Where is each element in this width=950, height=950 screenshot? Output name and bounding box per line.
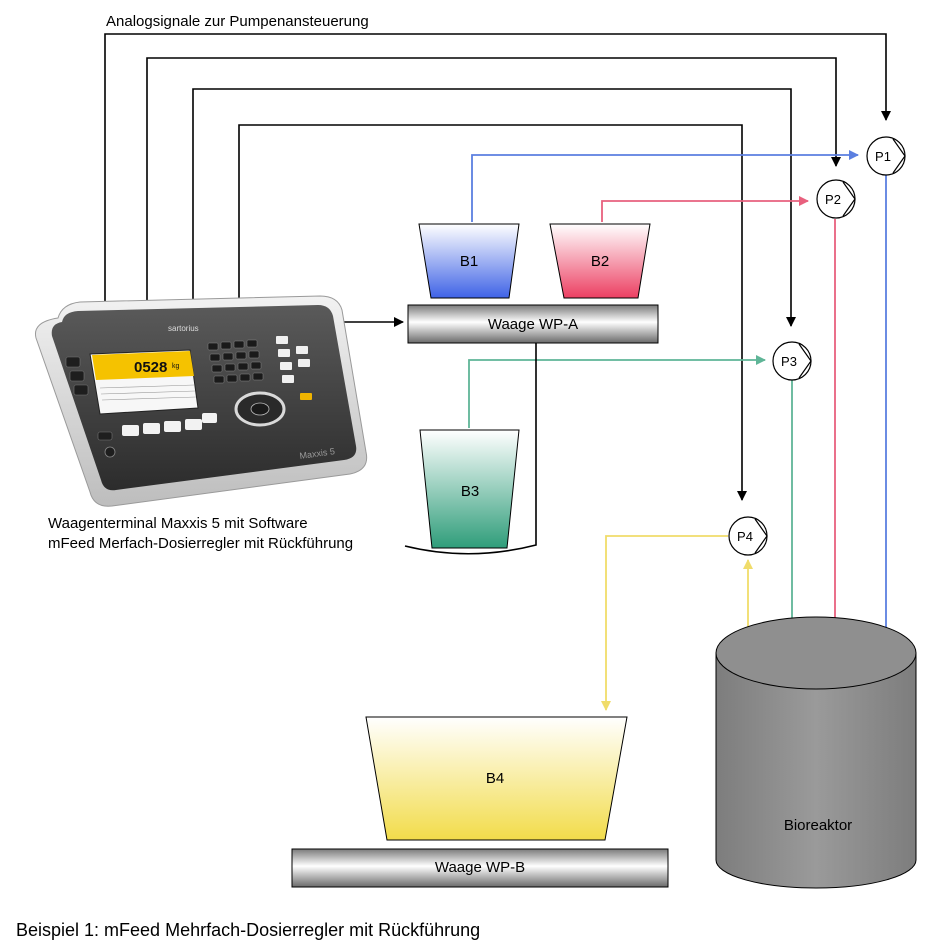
container-b4-label: B4 bbox=[486, 770, 504, 787]
container-b1-label: B1 bbox=[460, 253, 478, 270]
scale-wpb: Waage WP-B bbox=[291, 848, 669, 888]
terminal-enter-key bbox=[300, 393, 312, 400]
terminal-side-keys bbox=[276, 336, 310, 383]
terminal-f3-key bbox=[73, 384, 89, 396]
power-icon bbox=[104, 446, 116, 458]
terminal-caption-line2: mFeed Merfach-Dosierregler mit Rückführu… bbox=[48, 535, 353, 552]
terminal-f2-key bbox=[69, 370, 85, 382]
container-b1: B1 bbox=[418, 223, 520, 299]
feed-line-b2 bbox=[601, 196, 809, 222]
signal-line-p2 bbox=[146, 57, 841, 303]
pump-p4: P4 bbox=[728, 516, 768, 556]
container-b3: B3 bbox=[419, 429, 520, 549]
signal-label: Analogsignale zur Pumpenansteuerung bbox=[106, 13, 369, 30]
pump-p3: P3 bbox=[772, 341, 812, 381]
pump-p1: P1 bbox=[866, 136, 906, 176]
terminal-display-header bbox=[92, 351, 194, 380]
terminal-f1-key bbox=[65, 356, 81, 368]
pump-p4-label: P4 bbox=[737, 529, 753, 544]
terminal-softkey bbox=[164, 421, 181, 432]
bioreactor: Bioreaktor bbox=[715, 616, 917, 889]
terminal-menu-key bbox=[97, 431, 113, 441]
terminal-brand: sartorius bbox=[168, 324, 199, 333]
feed-line-p4-b4 bbox=[601, 535, 728, 711]
terminal-display-value: 0528 bbox=[134, 359, 167, 376]
pump-p3-label: P3 bbox=[781, 354, 797, 369]
terminal-display-unit: kg bbox=[172, 363, 180, 370]
terminal-model: Maxxis 5 bbox=[299, 446, 336, 461]
pump-p1-label: P1 bbox=[875, 149, 891, 164]
terminal-keypad bbox=[207, 339, 264, 384]
scale-wpa: Waage WP-A bbox=[407, 304, 659, 344]
container-b3-label: B3 bbox=[461, 483, 479, 500]
figure-caption: Beispiel 1: mFeed Mehrfach-Dosierregler … bbox=[16, 920, 480, 940]
feed-line-b3 bbox=[468, 355, 766, 428]
container-b2-label: B2 bbox=[591, 253, 609, 270]
feed-line-b1 bbox=[471, 150, 859, 222]
pump-p2-label: P2 bbox=[825, 192, 841, 207]
terminal-softkey bbox=[143, 423, 160, 434]
signal-lines bbox=[104, 33, 891, 501]
terminal-softkey bbox=[185, 419, 202, 430]
container-b4: B4 bbox=[365, 716, 628, 841]
b3-hanger bbox=[404, 343, 537, 555]
signal-line-p1 bbox=[104, 33, 891, 305]
terminal-softkey bbox=[122, 425, 139, 436]
terminal-softkey bbox=[202, 413, 217, 423]
scale-wpb-label: Waage WP-B bbox=[435, 859, 525, 876]
weighing-terminal: sartorius 0528 kg bbox=[34, 295, 368, 507]
terminal-caption-line1: Waagenterminal Maxxis 5 mit Software bbox=[48, 515, 308, 532]
signal-line-p3 bbox=[192, 88, 796, 327]
scale-wpa-label: Waage WP-A bbox=[488, 316, 578, 333]
pump-p2: P2 bbox=[816, 179, 856, 219]
bioreactor-label: Bioreaktor bbox=[784, 817, 852, 834]
container-b2: B2 bbox=[549, 223, 651, 299]
signal-line-p4 bbox=[238, 124, 747, 501]
